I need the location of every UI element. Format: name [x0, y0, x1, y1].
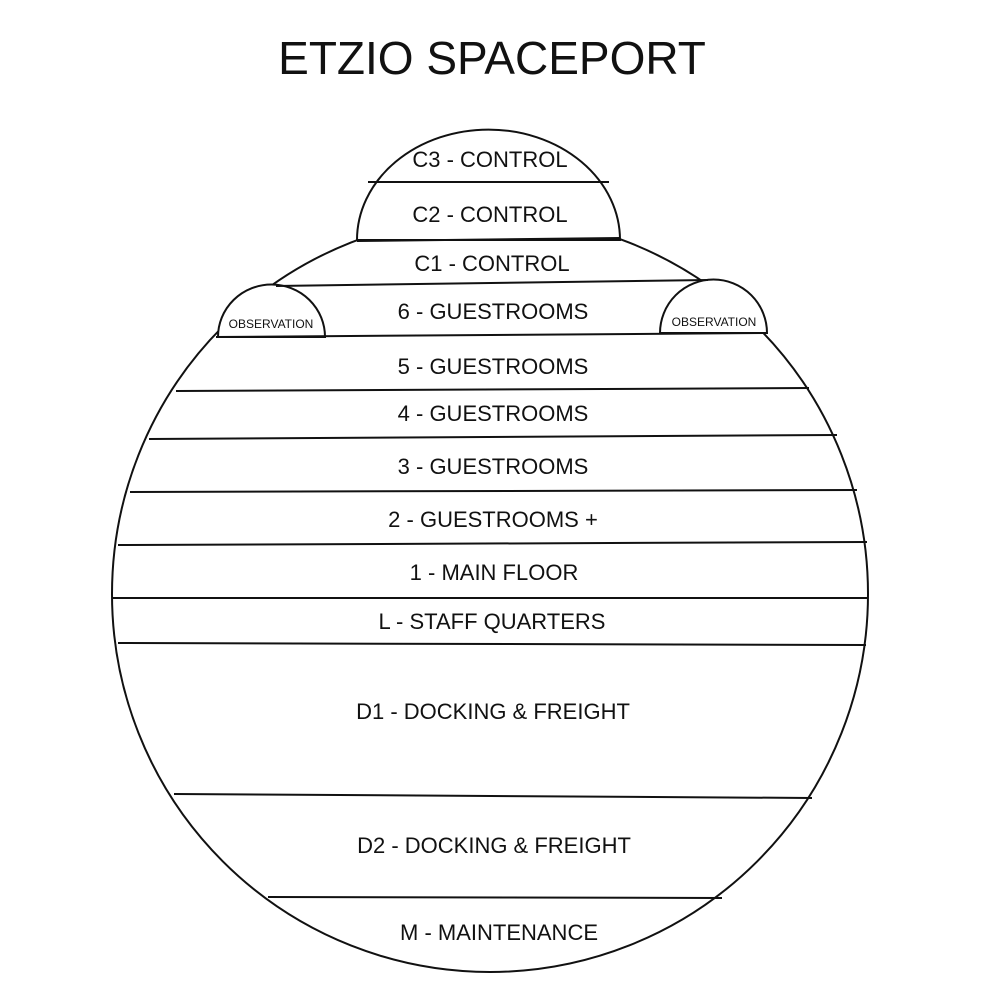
- level-c1: C1 - CONTROL: [414, 251, 569, 276]
- level-d2: D2 - DOCKING & FREIGHT: [357, 833, 631, 858]
- divider: [356, 237, 621, 242]
- divider: [275, 279, 709, 287]
- level-c3: C3 - CONTROL: [412, 147, 567, 172]
- level-l: L - STAFF QUARTERS: [379, 609, 606, 634]
- divider: [117, 541, 868, 546]
- observation-right-label: OBSERVATION: [672, 315, 757, 329]
- divider: [173, 793, 813, 799]
- divider: [267, 896, 723, 899]
- divider: [175, 387, 810, 392]
- divider: [148, 434, 838, 440]
- level-c2: C2 - CONTROL: [412, 202, 567, 227]
- level-2: 2 - GUESTROOMS +: [388, 507, 598, 532]
- observation-dome-right: [658, 278, 769, 334]
- divider: [117, 642, 867, 646]
- level-m: M - MAINTENANCE: [400, 920, 598, 945]
- level-6: 6 - GUESTROOMS: [398, 299, 589, 324]
- observation-dome-left: [216, 283, 327, 338]
- level-d1: D1 - DOCKING & FREIGHT: [356, 699, 630, 724]
- floor-dividers: [113, 181, 868, 899]
- divider: [129, 489, 858, 493]
- divider: [215, 332, 768, 338]
- diagram-title: ETZIO SPACEPORT: [278, 32, 706, 84]
- control-dome: [355, 128, 622, 241]
- level-3: 3 - GUESTROOMS: [398, 454, 589, 479]
- level-1: 1 - MAIN FLOOR: [410, 560, 579, 585]
- level-5: 5 - GUESTROOMS: [398, 354, 589, 379]
- observation-left-label: OBSERVATION: [229, 317, 314, 331]
- level-4: 4 - GUESTROOMS: [398, 401, 589, 426]
